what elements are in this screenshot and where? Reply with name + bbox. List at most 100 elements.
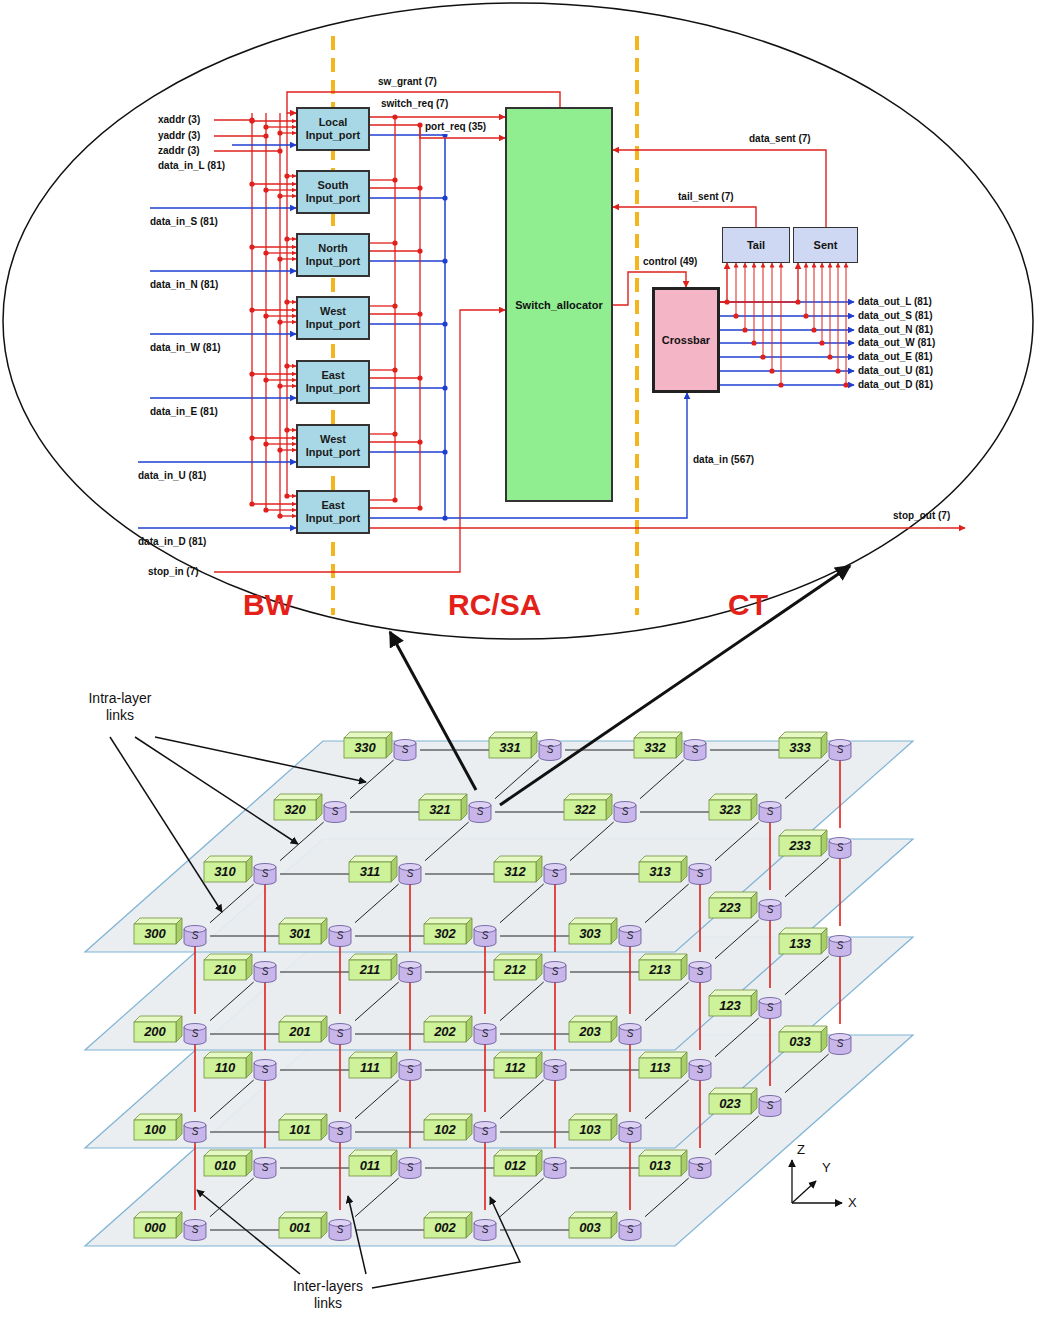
intra-layer-link [280, 1070, 349, 1071]
tile-side [321, 1016, 327, 1042]
junction-dot [733, 313, 738, 318]
junction-dot [263, 377, 268, 382]
intra-layer-link [210, 1132, 279, 1133]
block-label: South Input_port [300, 179, 366, 205]
intra-layer-link [710, 750, 779, 751]
switch-label: S [184, 1223, 206, 1237]
tile-front [639, 862, 681, 882]
signal-wire [720, 263, 798, 302]
tile-front [134, 1120, 176, 1140]
tile-top [274, 794, 322, 800]
router-tile: 211S [349, 952, 425, 982]
tile-side [681, 954, 687, 980]
router-tile: 320S [274, 792, 350, 822]
intra-layer-link [565, 750, 634, 751]
tail-tap [745, 263, 746, 330]
switch-label: S [474, 1125, 496, 1139]
tile-id: 212 [494, 960, 536, 980]
junction-dot [843, 382, 848, 387]
axis-arrow [792, 1202, 842, 1203]
tile-top [279, 918, 327, 924]
signal-wire [613, 150, 826, 227]
tile-side [246, 1150, 252, 1176]
address-bus [265, 113, 266, 510]
tile-top [779, 1026, 827, 1032]
tile-id: 101 [279, 1120, 321, 1140]
data-wire [370, 197, 445, 199]
tile-top [779, 830, 827, 836]
tile-id: 302 [424, 924, 466, 944]
address-wire [252, 503, 296, 504]
switch-req-wire [370, 179, 395, 180]
tile-side [466, 1212, 472, 1238]
tile-id: 000 [134, 1218, 176, 1238]
tile-front [489, 738, 531, 758]
block-label: Tail [747, 239, 765, 251]
inter-layer-link [554, 982, 556, 1050]
address-wire [252, 373, 296, 374]
tile-front [494, 960, 536, 980]
port-req-bus [419, 125, 420, 508]
tile-id: 010 [204, 1156, 246, 1176]
inter-layer-link [839, 760, 841, 828]
data-out-wire [720, 356, 854, 358]
address-wire [266, 509, 296, 510]
switch-label: S [394, 743, 416, 757]
tile-front [569, 1120, 611, 1140]
tail-tap [772, 263, 773, 371]
router-tile: 010S [204, 1148, 280, 1178]
junction-dot [249, 244, 254, 249]
tile-id: 213 [639, 960, 681, 980]
switch-label: S [829, 743, 851, 757]
inter-layer-link [264, 884, 266, 952]
junction-dot [277, 193, 282, 198]
data-out-wire [720, 384, 854, 386]
switch-label: S [474, 1027, 496, 1041]
tile-top [494, 954, 542, 960]
junction-dot [263, 250, 268, 255]
sent-tap [830, 263, 831, 357]
callout-text: Intra-layer links [74, 690, 166, 724]
tile-side [611, 918, 617, 944]
router-tile: 103S [569, 1112, 645, 1142]
inter-layer-link [484, 1142, 486, 1210]
switch-label: S [829, 841, 851, 855]
router-tile: 001S [279, 1210, 355, 1240]
intra-layer-link [500, 884, 544, 923]
block-label: Switch_allocator [515, 299, 602, 311]
tile-front [274, 800, 316, 820]
switch-label: S [544, 965, 566, 979]
tile-front [134, 1022, 176, 1042]
intra-layer-link [350, 760, 394, 799]
switch-req-wire [370, 433, 395, 434]
switch-label: S [619, 1223, 641, 1237]
tile-side [821, 1026, 827, 1052]
data-in-wire [232, 144, 296, 146]
signal-name: zaddr (3) [158, 144, 200, 158]
intra-layer-link [355, 936, 424, 937]
router-tile: 000 S [134, 1210, 210, 1240]
tile-side [461, 794, 467, 820]
stage-name: BW [243, 588, 293, 622]
tile-top [709, 892, 757, 898]
junction-dot [760, 354, 765, 359]
signal-name: data_out_D (81) [858, 378, 933, 392]
tile-id: 303 [569, 924, 611, 944]
tile-front [564, 800, 606, 820]
tile-top [489, 732, 537, 738]
junction-dot [803, 313, 808, 318]
switch-label: S [329, 929, 351, 943]
switch-label: S [474, 1223, 496, 1237]
block-label: Sent [814, 239, 838, 251]
router-tile: 201S [279, 1014, 355, 1044]
tile-top [279, 1016, 327, 1022]
block-label: Crossbar [662, 334, 710, 346]
tile-id: 312 [494, 862, 536, 882]
junction-dot [277, 148, 282, 153]
tile-front [349, 1156, 391, 1176]
inter-layer-link [769, 822, 771, 890]
tile-top [424, 1016, 472, 1022]
address-bus [279, 113, 280, 516]
block-label: East Input_port [300, 369, 366, 395]
